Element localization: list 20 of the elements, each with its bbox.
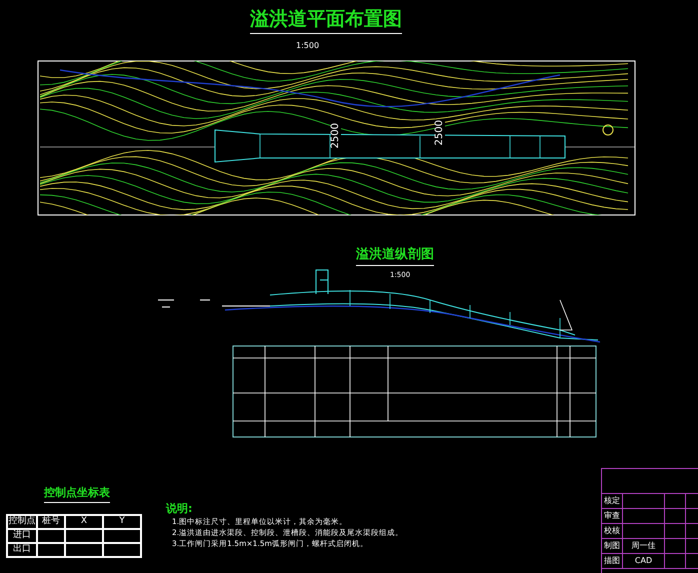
table-cell: X	[65, 515, 103, 529]
drawing-title: 溢洪道平面布置图	[250, 10, 402, 34]
table-cell: 桩号	[37, 515, 65, 529]
table-cell: 出口	[7, 543, 37, 557]
title-block-cell: 核定	[602, 494, 623, 508]
table-cell: 控制点	[7, 515, 37, 529]
dimension-text: 2500	[435, 120, 445, 146]
title-block-cell: 周一佳	[623, 539, 665, 553]
drawing-title: 溢洪道纵剖图	[356, 248, 434, 266]
table-title: 控制点坐标表	[44, 487, 110, 503]
title-block-cell: 制图	[602, 539, 623, 553]
table-cell: 进口	[7, 529, 37, 543]
title-block-cell: 审查	[602, 509, 623, 523]
notes-heading: 说明:	[166, 503, 192, 514]
dimension-text: 2500	[331, 123, 341, 148]
title-block-cell: 校核	[602, 524, 623, 538]
title-block-cell: 描图	[602, 554, 623, 568]
title-block-cell: CAD	[623, 554, 665, 568]
table-cell: Y	[103, 515, 141, 529]
scale-text: 1:500	[296, 42, 320, 50]
